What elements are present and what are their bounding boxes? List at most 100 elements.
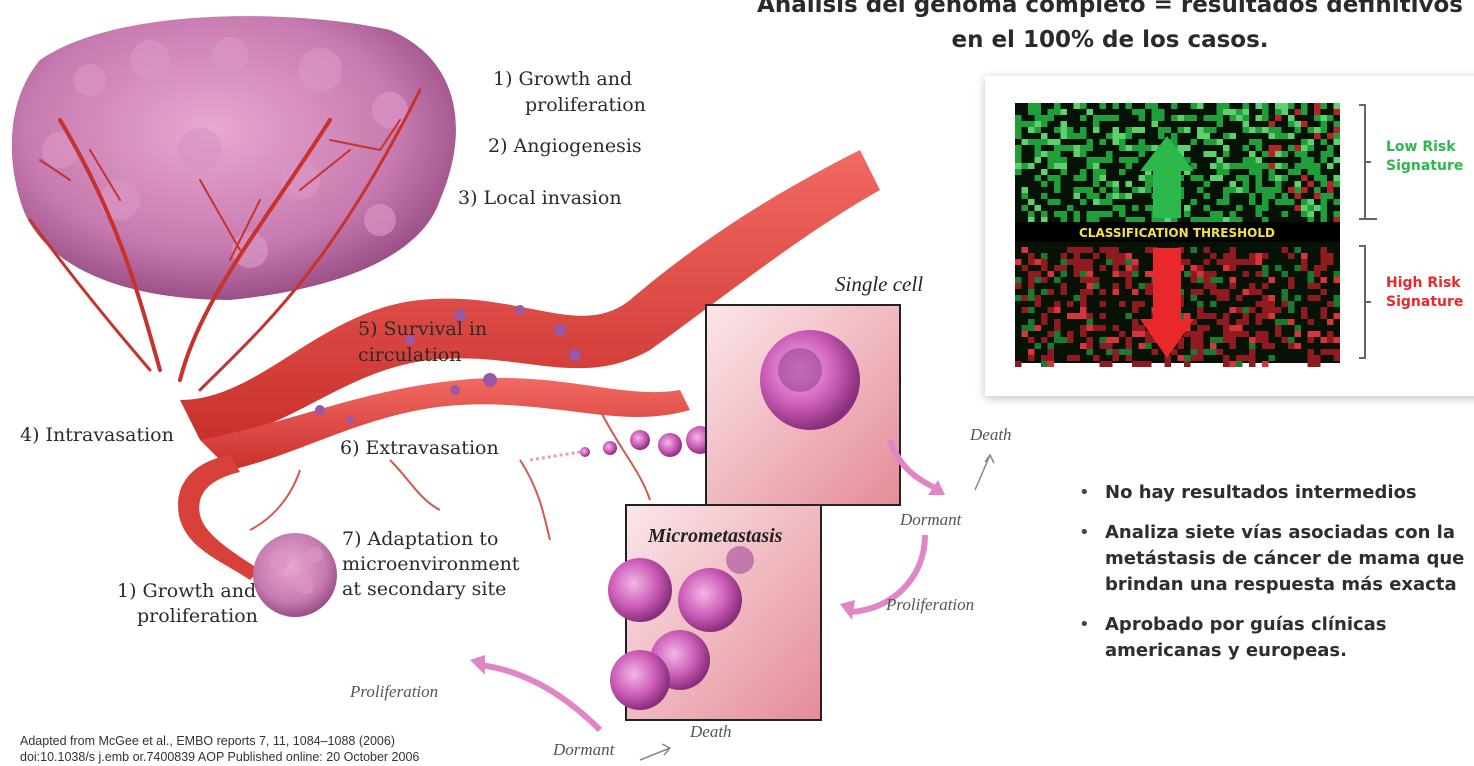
heatmap-cell: [1210, 313, 1217, 319]
heatmap-cell: [1048, 355, 1055, 361]
heatmap-cell: [1223, 313, 1230, 319]
heatmap-cell: [1230, 331, 1237, 337]
heatmap-cell: [1028, 355, 1035, 361]
heatmap-cell: [1204, 283, 1211, 289]
heatmap-cell: [1308, 277, 1315, 283]
heatmap-cell: [1249, 259, 1256, 265]
heatmap-cell: [1230, 181, 1237, 187]
heatmap-cell: [1074, 355, 1081, 361]
heatmap-cell: [1145, 175, 1152, 181]
heatmap-cell: [1028, 211, 1035, 217]
heatmap-cell: [1119, 211, 1126, 217]
heatmap-cell: [1080, 175, 1087, 181]
heatmap-cell: [1132, 157, 1139, 163]
heatmap-cell: [1210, 139, 1217, 145]
heatmap-cell: [1080, 313, 1087, 319]
heatmap-cell: [1054, 337, 1061, 343]
heatmap-cell: [1035, 145, 1042, 151]
heatmap-cell: [1015, 163, 1022, 169]
heatmap-cell: [1028, 295, 1035, 301]
heatmap-cell: [1054, 103, 1061, 109]
heatmap-cell: [1256, 127, 1263, 133]
heatmap-cell: [1028, 259, 1035, 265]
heatmap-cell: [1113, 289, 1120, 295]
heatmap-cell: [1223, 337, 1230, 343]
heatmap-cell: [1230, 343, 1237, 349]
heatmap-cell: [1217, 115, 1224, 121]
label-death-bottom: Death: [690, 722, 732, 742]
heatmap-cell: [1113, 139, 1120, 145]
heatmap-cell: [1132, 145, 1139, 151]
heatmap-cell: [1126, 253, 1133, 259]
heatmap-cell: [1334, 349, 1341, 355]
heatmap-cell: [1243, 175, 1250, 181]
step-survival: 5) Survival in circulation: [358, 316, 487, 368]
heatmap-cell: [1295, 169, 1302, 175]
heatmap-cell: [1126, 163, 1133, 169]
heatmap-cell: [1035, 121, 1042, 127]
heatmap-cell: [1191, 343, 1198, 349]
heatmap-cell: [1100, 289, 1107, 295]
heatmap-cell: [1223, 163, 1230, 169]
heatmap-cell: [1262, 127, 1269, 133]
heatmap-cell: [1295, 151, 1302, 157]
heatmap-cell: [1301, 313, 1308, 319]
heatmap-cell: [1204, 127, 1211, 133]
heatmap-cell: [1054, 199, 1061, 205]
heatmap-cell: [1204, 151, 1211, 157]
heatmap-cell: [1145, 145, 1152, 151]
heatmap-cell: [1048, 115, 1055, 121]
heatmap-cell: [1048, 157, 1055, 163]
heatmap-cell: [1210, 289, 1217, 295]
heatmap-cell: [1113, 247, 1120, 253]
cell-stream: [530, 426, 714, 460]
heatmap-cell: [1334, 139, 1341, 145]
heatmap-cell: [1314, 271, 1321, 277]
heatmap-cell: [1119, 145, 1126, 151]
heatmap-cell: [1269, 145, 1276, 151]
heatmap-cell: [1022, 295, 1029, 301]
heatmap-cell: [1262, 187, 1269, 193]
heatmap-cell: [1041, 139, 1048, 145]
heatmap-cell: [1022, 247, 1029, 253]
heatmap-cell: [1223, 133, 1230, 139]
heatmap-cell: [1106, 361, 1113, 367]
heatmap-cell: [1321, 199, 1328, 205]
heatmap-cell: [1301, 205, 1308, 211]
heatmap-cell: [1015, 127, 1022, 133]
heatmap-cell: [1275, 133, 1282, 139]
heatmap-cell: [1067, 247, 1074, 253]
heatmap-cell: [1087, 247, 1094, 253]
heatmap-cell: [1249, 349, 1256, 355]
heatmap-cell: [1308, 181, 1315, 187]
heatmap-cell: [1308, 169, 1315, 175]
heatmap-cell: [1080, 133, 1087, 139]
branch-vessel: [178, 455, 260, 580]
heatmap-cell: [1301, 259, 1308, 265]
heatmap-cell: [1308, 211, 1315, 217]
heatmap-cell: [1334, 133, 1341, 139]
heatmap-cell: [1308, 199, 1315, 205]
heatmap-cell: [1015, 151, 1022, 157]
heatmap-cell: [1269, 169, 1276, 175]
heatmap-cell: [1113, 181, 1120, 187]
heatmap-cell: [1243, 115, 1250, 121]
heatmap-cell: [1106, 349, 1113, 355]
heatmap-cell: [1301, 139, 1308, 145]
heatmap-cell: [1152, 121, 1159, 127]
heatmap-cell: [1295, 121, 1302, 127]
heatmap-cell: [1191, 295, 1198, 301]
heatmap-cell: [1327, 337, 1334, 343]
heatmap-cell: [1269, 193, 1276, 199]
heatmap-cell: [1262, 199, 1269, 205]
heatmap-cell: [1100, 211, 1107, 217]
heatmap-cell: [1080, 265, 1087, 271]
heatmap-cell: [1282, 247, 1289, 253]
heatmap-cell: [1243, 319, 1250, 325]
heatmap-cell: [1015, 295, 1022, 301]
heatmap-cell: [1217, 295, 1224, 301]
heatmap-cell: [1321, 127, 1328, 133]
heatmap-cell: [1262, 313, 1269, 319]
heatmap-cell: [1249, 337, 1256, 343]
heatmap-panel: CLASSIFICATION THRESHOLD Low Risk Signat…: [985, 76, 1474, 396]
